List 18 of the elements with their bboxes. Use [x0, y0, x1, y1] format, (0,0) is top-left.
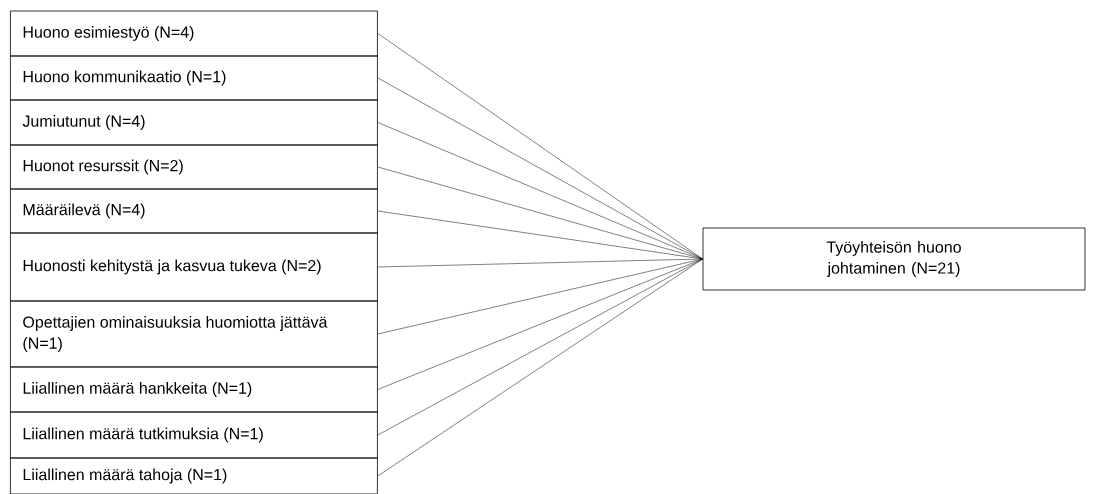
result-box: Työyhteisön huono johtaminen (N=21)	[702, 227, 1086, 291]
category-box: Huono esimiestyö (N=4)	[10, 10, 378, 57]
category-box: Liiallinen määrä tutkimuksia (N=1)	[10, 411, 378, 459]
category-box: Jumiutunut (N=4)	[10, 99, 378, 146]
category-box: Liiallinen määrä hankkeita (N=1)	[10, 366, 378, 413]
category-box: Opettajien ominaisuuksia huomiotta jättävä (N=1)	[10, 300, 378, 368]
connector-line	[377, 258, 703, 477]
category-box: Huonot resurssit (N=2)	[10, 144, 378, 190]
connector-line	[377, 122, 703, 260]
connector-line	[377, 258, 703, 436]
category-box: Huonosti kehitystä ja kasvua tukeva (N=2)	[10, 232, 378, 302]
category-box: Määräilevä (N=4)	[10, 188, 378, 234]
category-box: Huono kommunikaatio (N=1)	[10, 55, 378, 101]
connector-line	[377, 258, 703, 268]
connector-line	[377, 33, 703, 260]
connector-line	[377, 258, 703, 335]
category-box: Liiallinen määrä tahoja (N=1)	[10, 457, 378, 494]
connector-line	[377, 166, 703, 260]
